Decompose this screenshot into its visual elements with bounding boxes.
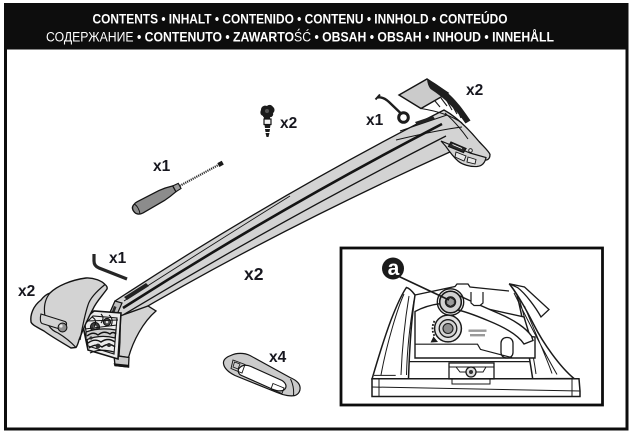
svg-text:x1: x1 <box>366 112 384 129</box>
svg-text:x1: x1 <box>153 158 171 175</box>
svg-text:x4: x4 <box>269 349 287 366</box>
svg-text:x2: x2 <box>18 283 35 300</box>
svg-text:СОДЕРЖАНИЕ • CONTENUTO • ZAWAR: СОДЕРЖАНИЕ • CONTENUTO • ZAWARTOŚĆ • OBS… <box>46 28 554 46</box>
svg-text:x2: x2 <box>466 82 483 99</box>
svg-text:x2: x2 <box>280 115 297 132</box>
svg-text:x1: x1 <box>109 250 127 267</box>
svg-text:x2: x2 <box>244 264 264 284</box>
svg-text:a: a <box>388 257 400 280</box>
svg-text:CONTENTS • INHALT • CONTENIDO: CONTENTS • INHALT • CONTENIDO • CONTENU … <box>93 10 508 28</box>
